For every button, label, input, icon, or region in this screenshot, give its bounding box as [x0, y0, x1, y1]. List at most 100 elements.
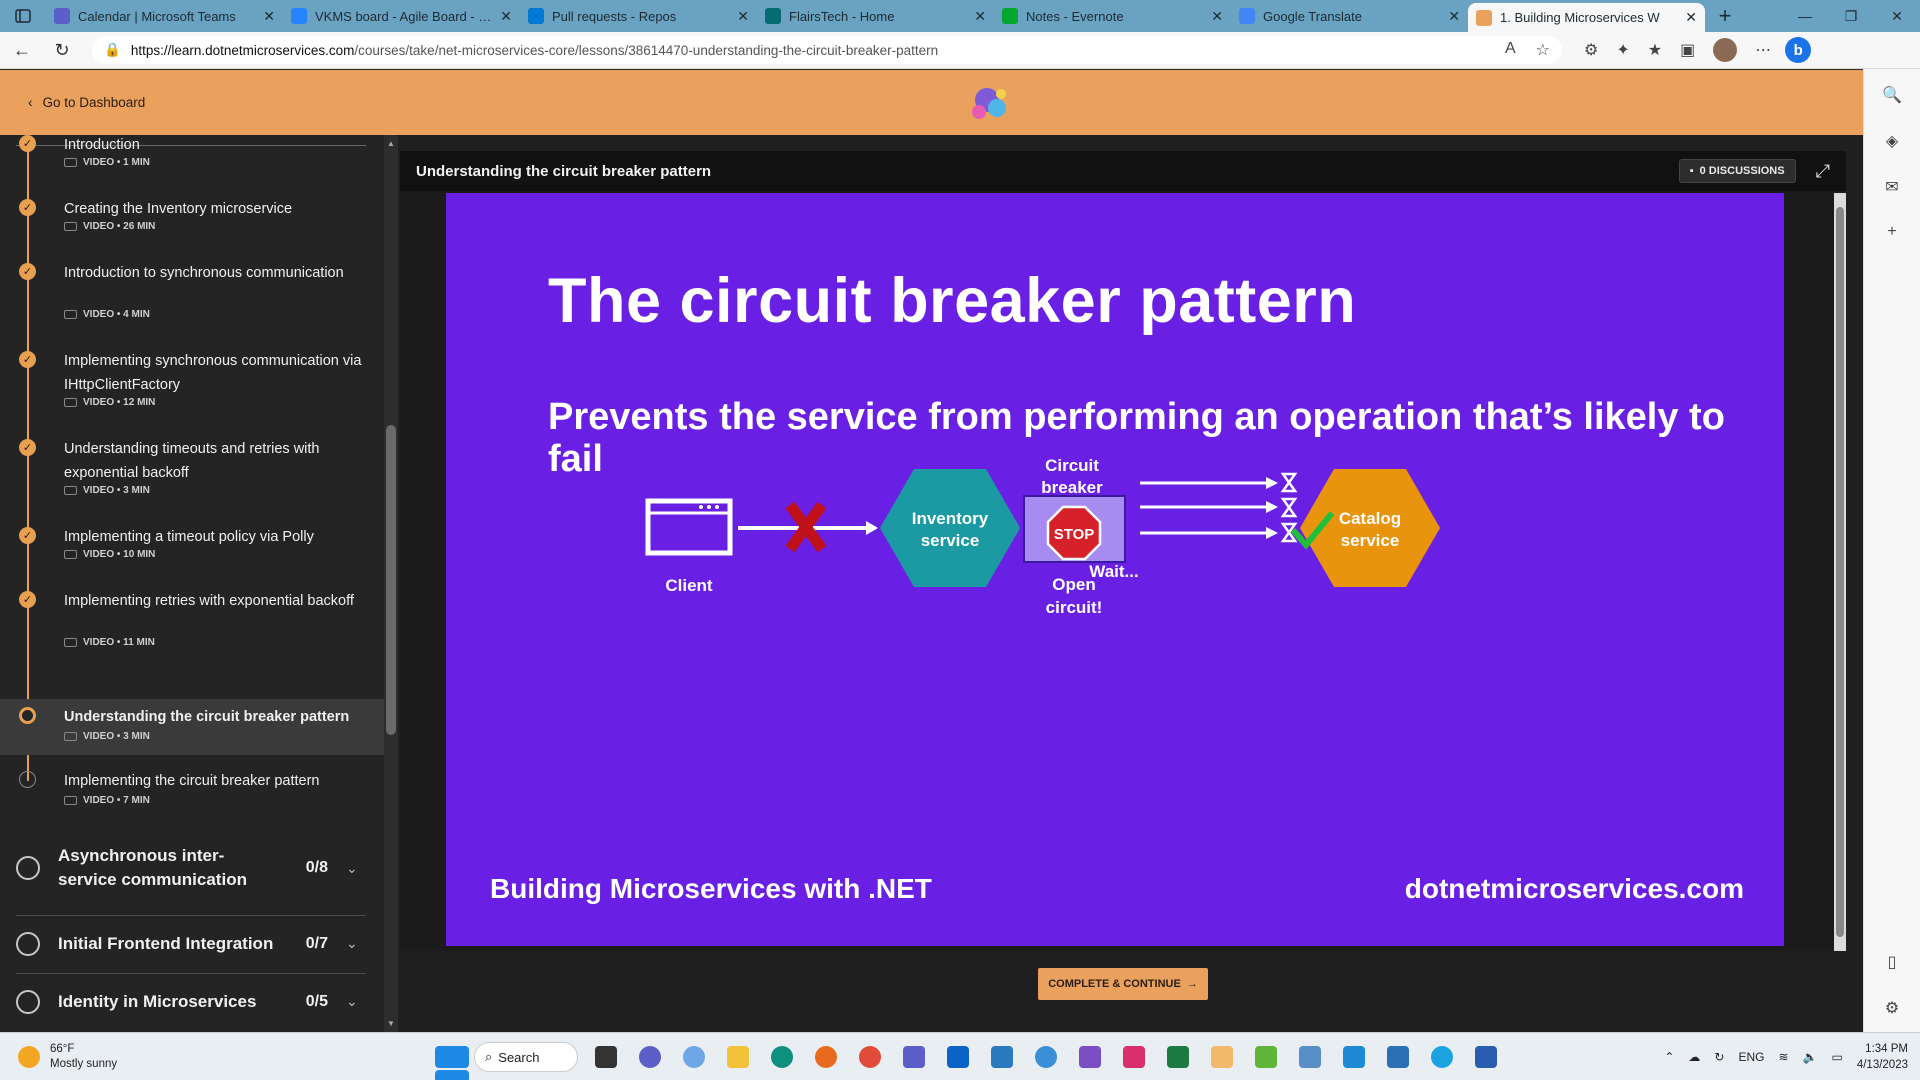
shopping-icon[interactable]: ◈: [1885, 133, 1899, 150]
profile-avatar[interactable]: [1713, 38, 1738, 62]
complete-and-continue-button[interactable]: COMPLETE & CONTINUE →: [1038, 968, 1208, 1000]
more-icon[interactable]: ⋯: [1755, 42, 1772, 59]
lesson-item[interactable]: ✓ Implementing a timeout policy via Poll…: [0, 527, 384, 591]
chevron-down-icon[interactable]: ⌄: [346, 859, 358, 876]
close-tab-icon[interactable]: ✕: [263, 7, 275, 24]
speaker-icon[interactable]: [1476, 9, 1492, 26]
section-header[interactable]: Initial Frontend Integration 0/7 ⌄: [16, 915, 366, 971]
excel-icon[interactable]: [1162, 1041, 1194, 1073]
notepad-icon[interactable]: [986, 1041, 1018, 1073]
start-button[interactable]: [430, 1041, 469, 1080]
url-field[interactable]: 🔒 https://learn.dotnetmicroservices.com/…: [92, 36, 1562, 64]
extension-icon[interactable]: ⚙: [1584, 42, 1599, 59]
lesson-item[interactable]: ✓ Implementing retries with exponential …: [0, 591, 384, 679]
weather-widget[interactable]: 66°F Mostly sunny: [18, 1042, 117, 1072]
edge-icon[interactable]: [766, 1041, 798, 1073]
section-title: Initial Frontend Integration: [58, 933, 274, 953]
lesson-item-current[interactable]: Understanding the circuit breaker patter…: [0, 699, 384, 755]
close-tab-icon[interactable]: ✕: [1211, 7, 1223, 24]
file-explorer-icon[interactable]: [722, 1041, 754, 1073]
lesson-meta: VIDEO • 4 MIN: [83, 309, 150, 320]
lesson-item[interactable]: ✓ Understanding timeouts and retries wit…: [0, 439, 384, 527]
fullscreen-icon[interactable]: ⤢: [1815, 160, 1830, 181]
back-icon[interactable]: ←: [13, 39, 31, 60]
browser-tab[interactable]: Google Translate✕: [1231, 0, 1468, 32]
chevron-down-icon[interactable]: ⌄: [346, 993, 358, 1009]
firefox-icon[interactable]: [810, 1041, 842, 1073]
sidebar-toggle-icon[interactable]: ▯: [1887, 954, 1897, 971]
scrollbar-thumb[interactable]: [1836, 207, 1844, 937]
snipping-tool-icon[interactable]: [1118, 1041, 1150, 1073]
puzzle-icon[interactable]: ✦: [1616, 42, 1630, 59]
wifi-icon[interactable]: ≋: [1778, 1050, 1789, 1064]
task-view-icon[interactable]: [590, 1041, 622, 1073]
azure-icon[interactable]: [1382, 1041, 1414, 1073]
lesson-item[interactable]: Implementing the circuit breaker pattern…: [0, 763, 384, 819]
tab-actions-menu-icon[interactable]: [0, 0, 46, 32]
sidebar-scrollbar[interactable]: ▲ ▼: [384, 135, 398, 1032]
taskbar-search[interactable]: ⌕ Search: [474, 1042, 578, 1072]
browser-tab[interactable]: Notes - Evernote✕: [994, 0, 1231, 32]
lesson-item[interactable]: ✓ Creating the Inventory microservice VI…: [0, 199, 384, 263]
browser-tab-active[interactable]: 1. Building Microservices W✕: [1468, 3, 1705, 32]
favorites-icon[interactable]: ★: [1647, 42, 1663, 59]
add-favorite-icon[interactable]: ☆: [1535, 42, 1550, 59]
scrollbar-thumb[interactable]: [386, 425, 396, 735]
volume-icon[interactable]: 🔈: [1802, 1050, 1818, 1064]
browser-tab[interactable]: Calendar | Microsoft Teams✕: [46, 0, 283, 32]
new-tab-button[interactable]: +: [1718, 3, 1732, 28]
refresh-icon[interactable]: ↻: [54, 39, 70, 60]
read-aloud-icon[interactable]: A: [1504, 40, 1516, 57]
chrome-icon[interactable]: [854, 1041, 886, 1073]
close-tab-icon[interactable]: ✕: [1448, 7, 1460, 24]
notes-icon[interactable]: [1250, 1041, 1282, 1073]
network-icon[interactable]: [1030, 1041, 1062, 1073]
battery-icon[interactable]: ▭: [1831, 1050, 1843, 1064]
close-tab-icon[interactable]: ✕: [500, 7, 512, 24]
browser-tab[interactable]: Pull requests - Repos✕: [520, 0, 757, 32]
scroll-down-icon[interactable]: ▼: [387, 1019, 395, 1028]
settings-icon[interactable]: ⚙: [1884, 1000, 1900, 1017]
lesson-item[interactable]: ✓ Introduction to synchronous communicat…: [0, 263, 384, 351]
browser-tab[interactable]: FlairsTech - Home✕: [757, 0, 994, 32]
close-tab-icon[interactable]: ✕: [1685, 9, 1697, 25]
collections-icon[interactable]: ▣: [1680, 42, 1696, 59]
add-icon[interactable]: +: [1887, 223, 1897, 240]
lesson-item[interactable]: ✓ Implementing synchronous communication…: [0, 351, 384, 439]
minimize-icon[interactable]: —: [1798, 8, 1812, 24]
search-label: Search: [498, 1049, 540, 1065]
lesson-item[interactable]: ✓ Introduction VIDEO • 1 MIN: [0, 135, 384, 199]
chevron-down-icon[interactable]: ⌄: [346, 935, 358, 951]
search-icon[interactable]: 🔍: [1882, 87, 1902, 104]
browser-tab[interactable]: VKMS board - Agile Board - JIRA✕: [283, 0, 520, 32]
cortana-icon[interactable]: [678, 1041, 710, 1073]
close-tab-icon[interactable]: ✕: [737, 7, 749, 24]
restore-icon[interactable]: ❐: [1844, 7, 1858, 24]
go-to-dashboard-link[interactable]: ‹ Go to Dashboard: [28, 95, 145, 110]
close-window-icon[interactable]: ✕: [1891, 7, 1903, 24]
onedrive-icon[interactable]: ☁: [1688, 1050, 1701, 1064]
course-app-icon[interactable]: [1206, 1041, 1238, 1073]
skype-icon[interactable]: [1426, 1041, 1458, 1073]
outlook-icon[interactable]: ✉: [1885, 179, 1899, 196]
visual-studio-icon[interactable]: [1074, 1041, 1106, 1073]
section-header[interactable]: Asynchronous inter-service communication…: [16, 837, 366, 899]
section-header[interactable]: Identity in Microservices 0/5 ⌄: [16, 973, 366, 1029]
teams-chat-icon[interactable]: [634, 1041, 666, 1073]
teams-icon[interactable]: [898, 1041, 930, 1073]
lock-icon[interactable]: 🔒: [104, 42, 121, 57]
viewer-scrollbar[interactable]: [1834, 193, 1846, 951]
outlook-icon[interactable]: [942, 1041, 974, 1073]
discussions-button[interactable]: ▪ 0 DISCUSSIONS: [1678, 159, 1796, 183]
photos-icon[interactable]: [1294, 1041, 1326, 1073]
sync-icon[interactable]: ↻: [1714, 1050, 1725, 1064]
bing-icon[interactable]: b: [1785, 37, 1812, 63]
security-icon[interactable]: [1470, 1041, 1502, 1073]
close-tab-icon[interactable]: ✕: [974, 7, 986, 24]
lesson-title: Implementing the circuit breaker pattern: [64, 773, 320, 789]
clock[interactable]: 1:34 PM 4/13/2023: [1857, 1041, 1908, 1073]
language-indicator[interactable]: ENG: [1738, 1050, 1765, 1064]
vscode-icon[interactable]: [1338, 1041, 1370, 1073]
scroll-up-icon[interactable]: ▲: [387, 139, 395, 148]
chevron-up-icon[interactable]: ⌃: [1664, 1050, 1675, 1064]
